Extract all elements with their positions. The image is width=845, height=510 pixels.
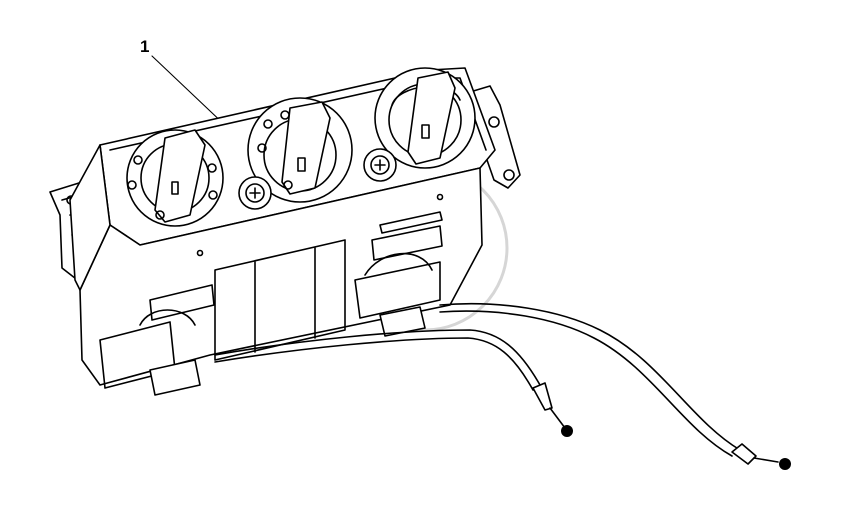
- bracket-hole-icon: [503, 169, 515, 181]
- callout-1: 1: [140, 37, 229, 129]
- setting-mark-icon: [257, 143, 267, 153]
- setting-mark-icon: [155, 210, 165, 220]
- bracket-hole-icon: [488, 116, 500, 128]
- rotary-knob-left: [126, 129, 224, 227]
- housing-center-recess: [214, 239, 346, 361]
- setting-mark-icon: [208, 190, 218, 200]
- setting-mark-icon: [280, 110, 290, 120]
- control-cable-short: [214, 329, 573, 437]
- cable-end-ball-icon: [561, 425, 573, 437]
- callout-leader-line: [151, 55, 229, 129]
- setting-mark-icon: [127, 180, 137, 190]
- rotary-knob-middle: [247, 97, 353, 203]
- cable-end-ball-icon: [779, 458, 791, 470]
- rotary-knob-right: [374, 67, 476, 169]
- setting-mark-icon: [263, 119, 273, 129]
- push-button-left: [238, 176, 272, 210]
- control-cable-long: [439, 302, 791, 470]
- setting-mark-icon: [207, 163, 217, 173]
- push-button-right: [363, 148, 397, 182]
- screw-hole-icon: [436, 193, 444, 201]
- setting-mark-icon: [283, 180, 293, 190]
- housing-window: [371, 225, 443, 261]
- callout-label-1: 1: [140, 37, 149, 56]
- housing-slot: [379, 211, 443, 234]
- setting-mark-icon: [133, 155, 143, 165]
- screw-hole-icon: [196, 249, 204, 257]
